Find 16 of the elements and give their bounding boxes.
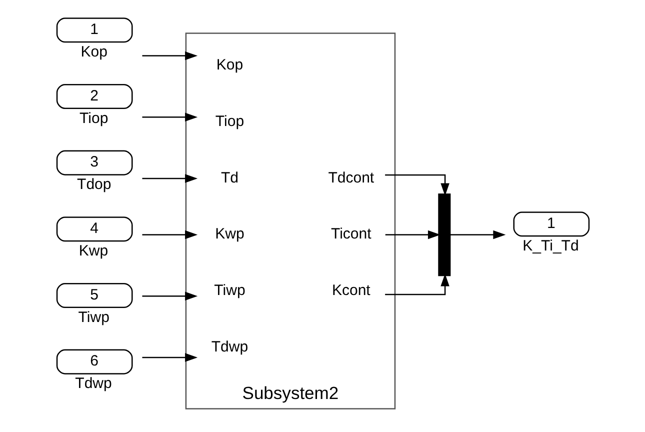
node-label: Tiwp xyxy=(78,308,109,326)
node-text: Ticont xyxy=(330,226,371,243)
node-text: Tiop xyxy=(214,113,244,130)
node-text: Kop xyxy=(216,56,243,74)
node-text: Kwp xyxy=(214,226,244,243)
node-label: K_Ti_Td xyxy=(522,238,578,255)
node-text: Td xyxy=(220,169,238,186)
node-label: Kop xyxy=(80,44,108,61)
node-text: Tdwp xyxy=(210,338,248,356)
node-label: Kwp xyxy=(78,242,108,260)
node-label: Tdwp xyxy=(74,375,112,392)
node-text: Tiwp xyxy=(214,282,245,299)
node-text: Tdcont xyxy=(328,169,374,186)
node-text: Kcont xyxy=(331,282,370,299)
node-label: Tiop xyxy=(79,110,108,127)
node-label: Tdop xyxy=(76,176,111,194)
